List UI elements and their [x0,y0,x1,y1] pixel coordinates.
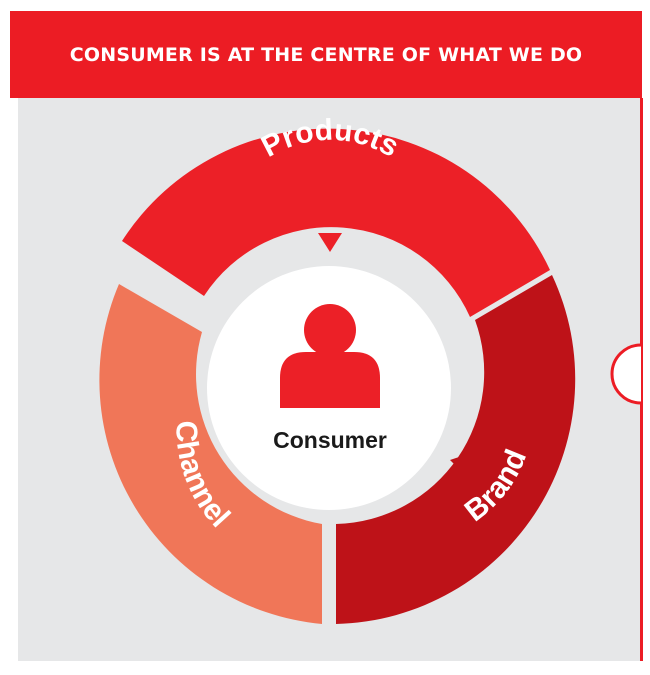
timeline-node-outline [610,343,642,405]
products-pointer [318,233,342,252]
header-title: CONSUMER IS AT THE CENTRE OF WHAT WE DO [69,43,583,66]
timeline-node-circle [612,345,641,403]
segment-brand [336,275,576,624]
right-accent-line [640,98,643,661]
segment-channel [99,284,322,624]
channel-pointer [196,455,212,482]
brand-pointer [450,452,474,478]
segment-products [122,128,550,317]
center-label: Consumer [273,427,387,453]
header-banner: CONSUMER IS AT THE CENTRE OF WHAT WE DO [10,11,642,98]
person-icon [280,304,380,408]
